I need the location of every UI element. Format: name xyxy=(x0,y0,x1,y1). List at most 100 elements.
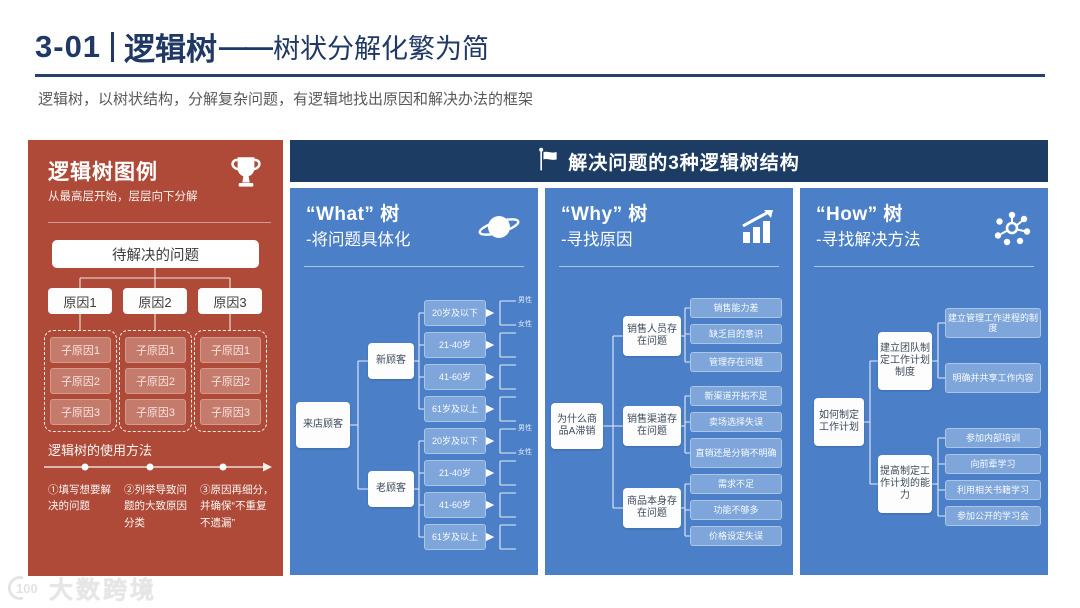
subcause-box: 子原因3 xyxy=(50,399,111,425)
title-keyword: 逻辑树 xyxy=(124,32,218,67)
age-node: 61岁及以上 xyxy=(424,396,486,422)
age-node: 41-60岁 xyxy=(424,492,486,518)
tree-branch: 提高制定工作计划的能力 xyxy=(878,455,932,513)
tree-leaf: 直销还是分销不明确 xyxy=(690,438,782,468)
subcause-box: 子原因3 xyxy=(125,399,186,425)
section-number: 3-01 xyxy=(35,28,102,64)
title-suffix: 树状分解化繁为简 xyxy=(273,34,490,64)
tree-leaf: 新渠道开拓不足 xyxy=(690,386,782,406)
column-title: “Why” 树 xyxy=(561,204,648,225)
usage-steps: ①填写想要解决的问题 ②列举导致问题的大致原因分类 ③原因再细分，并确保“不重复… xyxy=(48,482,278,531)
page-title: 3-01 逻辑树 —— 树状分解化繁为简 xyxy=(35,24,489,69)
tree-leaf: 销售能力差 xyxy=(690,298,782,318)
column-what-header: “What” 树 -将问题具体化 xyxy=(290,202,538,253)
cause-box: 原因3 xyxy=(198,288,262,314)
tree-leaf: 利用相关书籍学习 xyxy=(945,480,1041,500)
column-title: “How” 树 xyxy=(816,204,903,225)
tree-leaf: 缺乏目的意识 xyxy=(690,324,782,344)
tree-leaf: 建立管理工作进程的制度 xyxy=(945,308,1041,338)
gender-label: 男性 xyxy=(518,297,532,304)
age-node: 61岁及以上 xyxy=(424,524,486,550)
tree-branch: 老顾客 xyxy=(368,471,414,507)
tree-root: 来店顾客 xyxy=(296,402,350,448)
legend-subtitle: 从最高层开始，层层向下分解 xyxy=(48,191,198,203)
tree-columns: “What” 树 -将问题具体化 xyxy=(290,188,1048,575)
title-separator xyxy=(111,31,115,62)
subcause-box: 子原因2 xyxy=(125,368,186,394)
subcause-box: 子原因1 xyxy=(125,337,186,363)
network-icon xyxy=(992,208,1032,253)
tree-branch: 销售人员存在问题 xyxy=(623,316,681,356)
tree-branch: 销售渠道存在问题 xyxy=(623,406,681,446)
legend-title: 逻辑树图例 xyxy=(48,161,158,184)
what-tree: 来店顾客 新顾客 老顾客 20岁及以下 21-40岁 41-60岁 61岁及以上… xyxy=(290,188,538,575)
legend-divider xyxy=(48,222,271,223)
usage-step: ③原因再细分，并确保“不重复 不遗漏” xyxy=(200,484,274,529)
usage-step: ②列举导致问题的大致原因分类 xyxy=(124,484,187,529)
gender-label: 女性 xyxy=(518,449,532,456)
tree-wires xyxy=(350,300,516,550)
watermark-text: 大数跨境 xyxy=(49,577,157,604)
column-subtitle: -寻找解决方法 xyxy=(816,231,921,249)
problem-box: 待解决的问题 xyxy=(52,240,259,268)
column-how: “How” 树 -寻找解决方法 xyxy=(800,188,1048,575)
flag-icon xyxy=(538,147,558,176)
cause-box: 原因2 xyxy=(123,288,187,314)
age-node: 20岁及以下 xyxy=(424,300,486,326)
banner-title: 解决问题的3种逻辑树结构 xyxy=(568,152,800,174)
tree-leaf: 功能不够多 xyxy=(690,500,782,520)
column-why: “Why” 树 -寻找原因 xyxy=(545,188,793,575)
usage-timeline-arrow xyxy=(44,462,272,472)
tree-leaf: 需求不足 xyxy=(690,474,782,494)
age-node: 41-60岁 xyxy=(424,364,486,390)
subcause-box: 子原因1 xyxy=(200,337,261,363)
subcause-group: 子原因1 子原因2 子原因3 xyxy=(194,330,267,432)
watermark-logo-icon: 100 xyxy=(8,575,38,600)
subcause-group: 子原因1 子原因2 子原因3 xyxy=(119,330,192,432)
tree-leaf: 明确并共享工作内容 xyxy=(945,363,1041,393)
subcause-box: 子原因2 xyxy=(50,368,111,394)
legend-connectors xyxy=(79,268,231,330)
age-node: 21-40岁 xyxy=(424,332,486,358)
usage-step: ①填写想要解决的问题 xyxy=(48,484,111,513)
subcause-box: 子原因2 xyxy=(200,368,261,394)
tree-wires xyxy=(864,322,945,517)
subcause-group: 子原因1 子原因2 子原因3 xyxy=(44,330,117,432)
watermark-logo-text: 100 xyxy=(16,581,38,596)
age-node: 21-40岁 xyxy=(424,460,486,486)
tree-branch: 新顾客 xyxy=(368,343,414,379)
tree-root: 为什么商品A滞销 xyxy=(551,403,603,449)
why-tree: 为什么商品A滞销 销售人员存在问题 销售渠道存在问题 商品本身存在问题 销售能力… xyxy=(545,188,793,575)
watermark: 100 大数跨境 xyxy=(8,570,157,605)
subcause-box: 子原因1 xyxy=(50,337,111,363)
title-rule xyxy=(35,74,1045,77)
age-node: 20岁及以下 xyxy=(424,428,486,454)
subcause-box: 子原因3 xyxy=(200,399,261,425)
gender-label: 女性 xyxy=(518,321,532,328)
usage-title: 逻辑树的使用方法 xyxy=(48,443,153,458)
banner: 解决问题的3种逻辑树结构 xyxy=(290,140,1048,182)
tree-branch: 商品本身存在问题 xyxy=(623,488,681,528)
column-why-header: “Why” 树 -寻找原因 xyxy=(545,202,793,253)
tree-leaf: 价格设定失误 xyxy=(690,526,782,546)
cause-box: 原因1 xyxy=(48,288,112,314)
tree-leaf: 向前辈学习 xyxy=(945,454,1041,474)
column-subtitle: -寻找原因 xyxy=(561,231,633,249)
column-how-header: “How” 树 -寻找解决方法 xyxy=(800,202,1048,253)
legend-panel: 逻辑树图例 从最高层开始，层层向下分解 待解决的问题 原因1 原因2 原因3 子… xyxy=(28,140,283,576)
column-divider xyxy=(559,266,779,267)
column-title: “What” 树 xyxy=(306,204,400,225)
page-subtitle: 逻辑树，以树状结构，分解复杂问题，有逻辑地找出原因和解决办法的框架 xyxy=(38,91,534,108)
column-divider xyxy=(304,266,524,267)
tree-branch: 建立团队制定工作计划制度 xyxy=(878,332,932,390)
column-divider xyxy=(814,266,1034,267)
column-subtitle: -将问题具体化 xyxy=(306,231,411,249)
planet-icon xyxy=(476,208,522,251)
growth-chart-icon xyxy=(737,208,777,251)
column-what: “What” 树 -将问题具体化 xyxy=(290,188,538,575)
tree-leaf: 参加内部培训 xyxy=(945,428,1041,448)
trophy-icon xyxy=(225,152,267,199)
how-tree: 如何制定工作计划 建立团队制定工作计划制度 提高制定工作计划的能力 建立管理工作… xyxy=(800,188,1048,575)
tree-leaf: 管理存在问题 xyxy=(690,352,782,372)
tree-leaf: 卖场选择失误 xyxy=(690,412,782,432)
